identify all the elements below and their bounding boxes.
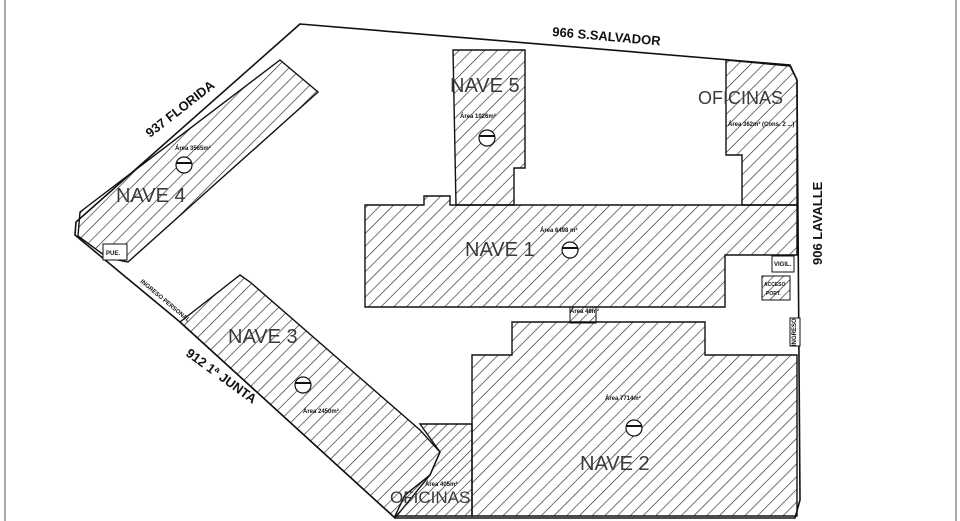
oficinas-top-area: Área 362m² (Cons. 2 ...): [728, 121, 794, 128]
nave1-building: [364, 195, 798, 308]
nave5-area: Área 1026m²: [460, 113, 496, 120]
nave2-label: NAVE 2: [580, 453, 650, 475]
street-salvador-label: 966 S.SALVADOR: [552, 24, 662, 48]
guard-box: [771, 255, 795, 273]
oficinas-bottom-label: OFICINAS: [390, 488, 470, 507]
guard-label: VIGIL.: [774, 262, 792, 268]
oficinas-bottom-area: Área 405m²: [425, 481, 457, 488]
nave2-area: Área 7714m²: [605, 395, 641, 402]
entry-right-box: [789, 317, 801, 347]
nave4-area: Área 3565m²: [175, 145, 211, 152]
port-label: PORT.: [766, 291, 781, 297]
link-area: Área 46m²: [570, 308, 599, 315]
nave5-label: NAVE 5: [450, 75, 520, 97]
entry-right-label: INGRESO: [792, 318, 798, 346]
street-lavalle-label: 906 LAVALLE: [810, 181, 825, 265]
marker-nave4: [175, 156, 193, 174]
oficinas-top-building: [725, 59, 798, 206]
nave2-building: [471, 321, 798, 517]
nave3-label: NAVE 3: [228, 326, 298, 348]
gate-corner-box: [102, 243, 128, 261]
nave1-area: Área 6498 m²: [540, 227, 577, 234]
street-bottom-partial-label: ...: [535, 515, 546, 521]
nave4-building: [77, 59, 320, 263]
access-box: [761, 275, 791, 301]
nave4-label: NAVE 4: [116, 185, 186, 207]
marker-nave3: [294, 376, 312, 394]
oficinas-top-label: OFICINAS: [698, 88, 783, 108]
marker-nave1: [561, 241, 579, 259]
nave3-building: [178, 274, 441, 520]
nave1-label: NAVE 1: [465, 239, 535, 261]
gate-corner-label: PUE.: [106, 251, 120, 257]
access-label: ACCESO: [764, 282, 786, 288]
marker-nave2: [625, 419, 643, 437]
entry-left-label: INGRESO PERSONAL: [139, 279, 191, 324]
nave5-building: [452, 49, 526, 206]
marker-nave5: [478, 129, 496, 147]
oficinas-bottom-building: [393, 423, 473, 517]
nave3-area: Área 2450m²: [303, 408, 339, 415]
